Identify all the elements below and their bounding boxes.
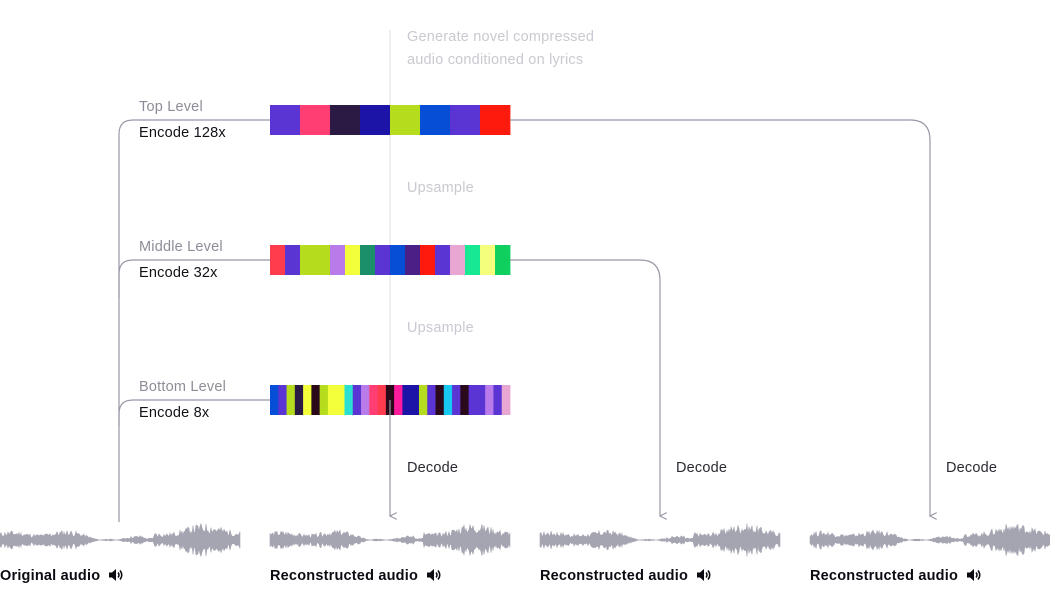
code-cell bbox=[285, 245, 301, 275]
code-cell bbox=[270, 105, 301, 135]
code-cell bbox=[330, 245, 346, 275]
code-cell bbox=[330, 105, 361, 135]
waveform bbox=[539, 523, 781, 557]
speaker-icon[interactable] bbox=[696, 568, 712, 582]
waveform bbox=[0, 522, 241, 558]
code-cell bbox=[468, 385, 478, 415]
code-cell bbox=[495, 245, 511, 275]
code-cell bbox=[450, 105, 481, 135]
reconstructed-audio-bottom-label[interactable]: Reconstructed audio bbox=[270, 568, 442, 584]
code-cell bbox=[465, 245, 481, 275]
connector-lines bbox=[118, 30, 391, 522]
audio-label-text: Reconstructed audio bbox=[540, 568, 689, 584]
code-cell bbox=[344, 385, 354, 415]
code-cell bbox=[311, 385, 321, 415]
speaker-icon[interactable] bbox=[966, 568, 982, 582]
code-cell bbox=[270, 385, 279, 415]
waveforms bbox=[0, 522, 1050, 558]
code-cell bbox=[336, 385, 345, 415]
code-cell bbox=[452, 385, 461, 415]
code-cell bbox=[501, 385, 511, 415]
code-cell bbox=[375, 245, 391, 275]
code-blocks bbox=[270, 105, 511, 415]
arrows bbox=[390, 119, 930, 516]
code-cell bbox=[443, 385, 453, 415]
decode-arrow-top bbox=[510, 119, 930, 516]
code-cell bbox=[319, 385, 329, 415]
code-block-middle bbox=[270, 245, 511, 275]
encode-line-bottom bbox=[118, 399, 270, 426]
code-cell bbox=[360, 105, 391, 135]
audio-label-text: Reconstructed audio bbox=[270, 568, 419, 584]
upsample-label-2: Upsample bbox=[407, 320, 474, 336]
code-cell bbox=[294, 385, 304, 415]
middle-level-encode-label: Encode 32x bbox=[139, 265, 218, 281]
code-cell bbox=[410, 385, 420, 415]
original-audio-label[interactable]: Original audio bbox=[0, 568, 124, 584]
code-cell bbox=[300, 105, 331, 135]
code-cell bbox=[270, 245, 286, 275]
code-cell bbox=[435, 245, 451, 275]
code-cell bbox=[435, 385, 445, 415]
code-cell bbox=[377, 385, 387, 415]
generate-note-line-1: Generate novel compressed bbox=[407, 29, 595, 45]
decode-label-top: Decode bbox=[946, 460, 998, 476]
code-cell bbox=[345, 245, 361, 275]
code-cell bbox=[352, 385, 362, 415]
code-cell bbox=[360, 245, 376, 275]
code-cell bbox=[327, 385, 337, 415]
code-cell bbox=[460, 385, 470, 415]
code-cell bbox=[427, 385, 436, 415]
waveform bbox=[809, 524, 1050, 556]
code-cell bbox=[369, 385, 378, 415]
code-cell bbox=[420, 105, 451, 135]
code-cell bbox=[493, 385, 503, 415]
code-cell bbox=[278, 385, 287, 415]
code-cell bbox=[390, 245, 406, 275]
upsample-label-1: Upsample bbox=[407, 180, 474, 196]
top-level-label: Top Level bbox=[139, 99, 203, 115]
bottom-level-label: Bottom Level bbox=[139, 379, 227, 395]
code-cell bbox=[480, 245, 496, 275]
reconstructed-audio-top-label[interactable]: Reconstructed audio bbox=[810, 568, 982, 584]
top-level-encode-label: Encode 128x bbox=[139, 125, 226, 141]
code-cell bbox=[361, 385, 370, 415]
code-cell bbox=[480, 105, 511, 135]
code-cell bbox=[390, 105, 421, 135]
code-cell bbox=[315, 245, 331, 275]
reconstructed-audio-middle-label[interactable]: Reconstructed audio bbox=[540, 568, 712, 584]
waveform bbox=[269, 524, 511, 556]
generate-note-line-2: audio conditioned on lyrics bbox=[407, 52, 584, 68]
code-cell bbox=[476, 385, 486, 415]
code-cell bbox=[286, 385, 296, 415]
speaker-icon[interactable] bbox=[426, 568, 442, 582]
code-block-top bbox=[270, 105, 511, 135]
speaker-icon[interactable] bbox=[108, 568, 124, 582]
decode-arrow-middle bbox=[510, 259, 660, 516]
code-cell bbox=[485, 385, 494, 415]
encode-line-middle bbox=[118, 259, 270, 298]
decode-label-middle: Decode bbox=[676, 460, 728, 476]
bottom-level-encode-label: Encode 8x bbox=[139, 405, 210, 421]
code-cell bbox=[450, 245, 466, 275]
code-cell bbox=[418, 385, 428, 415]
code-cell bbox=[420, 245, 436, 275]
audio-label-text: Original audio bbox=[0, 568, 101, 584]
middle-level-label: Middle Level bbox=[139, 239, 223, 255]
code-cell bbox=[394, 385, 403, 415]
encode-line-top bbox=[118, 119, 270, 522]
code-cell bbox=[402, 385, 412, 415]
audio-label-text: Reconstructed audio bbox=[810, 568, 959, 584]
code-cell bbox=[303, 385, 312, 415]
code-cell bbox=[405, 245, 421, 275]
decode-label-bottom: Decode bbox=[407, 460, 459, 476]
code-cell bbox=[300, 245, 316, 275]
